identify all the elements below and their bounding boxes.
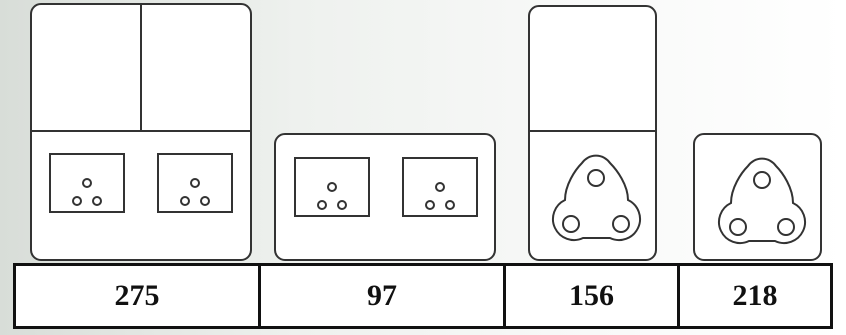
unit-double-switch-double-socket: [30, 3, 252, 261]
square-socket-icon: [294, 157, 370, 217]
values-table: 275 97 156 218: [13, 263, 833, 329]
square-socket-icon: [402, 157, 478, 217]
square-socket-outline: [402, 157, 478, 217]
round-pin-socket-icon: [552, 154, 641, 241]
value-cell: 156: [506, 266, 680, 326]
square-socket-outline: [49, 153, 125, 213]
value-cell: 97: [261, 266, 506, 326]
round-pin-socket-icon: [718, 157, 806, 244]
unit-double-socket: [274, 133, 496, 261]
square-socket-outline: [294, 157, 370, 217]
unit-round-socket: [693, 133, 822, 261]
unit-switch-round-socket: [528, 5, 657, 261]
square-socket-icon: [157, 153, 233, 213]
square-socket-outline: [157, 153, 233, 213]
value-cell: 275: [16, 266, 261, 326]
unit-4-panel: [693, 133, 822, 261]
unit-3-panel: [528, 5, 657, 261]
unit-2-panel: [274, 133, 496, 261]
square-socket-icon: [49, 153, 125, 213]
value-cell: 218: [732, 279, 778, 312]
